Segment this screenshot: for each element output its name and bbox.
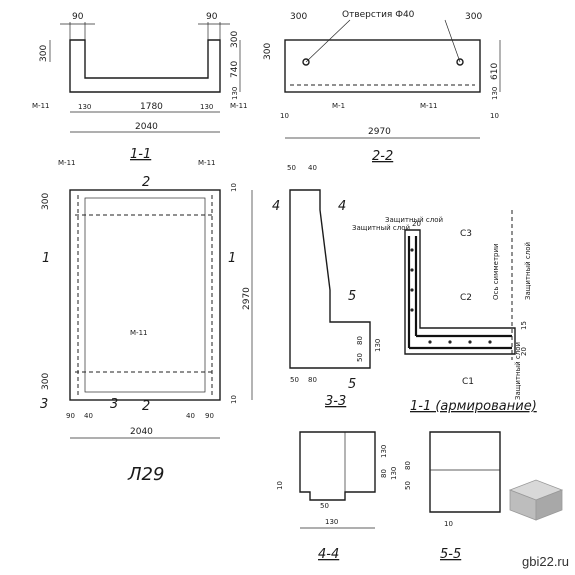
dim-v55-left3: 130 — [390, 467, 398, 480]
section-mark-4-right: 4 — [338, 199, 346, 214]
view-label-1-1-reinf: 1-1 (армирование) — [410, 399, 537, 414]
dim-v11-right-h2: 300 — [230, 31, 240, 48]
dim-v11-right-h1: 740 — [230, 61, 240, 78]
section-1-1: 90 90 300 740 300 130 130 1780 130 2040 … — [32, 12, 247, 162]
note-v11r-cover-bottom: Защитный слой — [514, 342, 522, 400]
dim-plan-b2: 40 — [84, 412, 93, 420]
dim-v22-top-left: 300 — [290, 12, 307, 22]
dim-v33-bottom2: 80 — [308, 376, 317, 384]
dim-plan-b3: 40 — [186, 412, 195, 420]
dim-v55-bottom: 10 — [444, 520, 453, 528]
watermark-logo-icon — [508, 479, 564, 521]
view-label-4-4: 4-4 — [318, 547, 339, 562]
dim-v11r-right1: 15 — [520, 321, 528, 330]
watermark-text: gbi22.ru — [522, 554, 569, 569]
dim-v22-right-h2: 130 — [491, 87, 499, 100]
section-mark-1-right: 1 — [228, 251, 236, 266]
dim-plan-overall: 2040 — [130, 427, 153, 437]
dim-plan-right-top: 10 — [230, 183, 238, 192]
section-mark-3-right: 3 — [110, 397, 118, 412]
view-label-1-1: 1-1 — [130, 147, 151, 162]
callout-plan-mid: М-11 — [130, 329, 147, 337]
section-mark-3-left: 3 — [40, 397, 48, 412]
view-label-2-2: 2-2 — [372, 149, 393, 164]
dim-v22-top-right: 300 — [465, 12, 482, 22]
note-v33-cover: Защитный слой — [352, 224, 410, 232]
dim-v11-top-left: 90 — [72, 12, 84, 22]
dim-v11-overall: 2040 — [135, 122, 158, 132]
hole-left — [302, 58, 310, 66]
dim-v33-top2: 40 — [308, 164, 317, 172]
dim-v11-left-h: 300 — [39, 45, 49, 62]
dim-v22-bottom-left: 10 — [280, 112, 289, 120]
dim-v11-bottom-left: 130 — [78, 103, 91, 111]
callout-v11-right: М-11 — [230, 102, 247, 110]
hole-right — [456, 58, 464, 66]
dim-v11r-right2: 20 — [520, 347, 528, 356]
dim-plan-right-bottom: 10 — [230, 395, 238, 404]
dim-v33-right2: 50 — [356, 353, 364, 362]
section-1-1-reinforcement: С3 С2 С1 Защитный слой Ось симметрии Защ… — [385, 210, 537, 414]
callout-v22-left: М-1 — [332, 102, 345, 110]
bar-c1: С1 — [462, 377, 474, 387]
sheet-title: Л29 — [127, 464, 164, 485]
bar-c2: С2 — [460, 293, 472, 303]
section-5-5: 50 80 130 10 5-5 — [390, 431, 501, 562]
plan-view: М-11 М-11 М-11 1 1 2 2 3 3 300 300 10 10… — [40, 159, 253, 439]
section-mark-4-left: 4 — [272, 199, 280, 214]
section-2-2: Отверстия Ф40 300 300 300 610 130 10 10 … — [263, 10, 501, 164]
callout-v22-right: М-11 — [420, 102, 437, 110]
section-4-4: 10 50 130 80 130 4-4 — [276, 431, 388, 562]
rebar-dots — [410, 248, 492, 344]
dim-v44-bottom1: 50 — [320, 502, 329, 510]
bar-c3: С3 — [460, 229, 472, 239]
dim-plan-b1: 90 — [66, 412, 75, 420]
callout-plan-tr: М-11 — [198, 159, 215, 167]
dim-plan-b4: 90 — [205, 412, 214, 420]
dim-v11-bottom-mid: 1780 — [140, 102, 163, 112]
section-mark-2-bottom: 2 — [142, 399, 150, 414]
dim-v22-right-h1: 610 — [490, 63, 500, 80]
dim-v33-bottom1: 50 — [290, 376, 299, 384]
dim-v11-bottom-right: 130 — [200, 103, 213, 111]
section-mark-1-left: 1 — [42, 251, 50, 266]
section-mark-5-bottom: 5 — [348, 377, 356, 392]
callout-v11-left: М-11 — [32, 102, 49, 110]
dim-v22-right-h3: 10 — [490, 112, 499, 120]
dim-v33-top1: 50 — [287, 164, 296, 172]
dim-v11-right-h3: 130 — [231, 87, 239, 100]
dim-v33-right1: 80 — [356, 336, 364, 345]
dim-v22-left-h: 300 — [263, 43, 273, 60]
section-3-3: 50 40 4 4 5 5 Защитный слой 80 50 130 50… — [272, 164, 410, 409]
dim-plan-left-bottom: 300 — [41, 373, 51, 390]
dim-plan-left-top: 300 — [41, 193, 51, 210]
dim-plan-height: 2970 — [242, 287, 252, 310]
callout-plan-tl: М-11 — [58, 159, 75, 167]
dim-v44-bottom2: 130 — [325, 518, 338, 526]
view-label-3-3: 3-3 — [325, 394, 346, 409]
section-mark-5-top: 5 — [348, 289, 356, 304]
note-v11r-cover-top: Защитный слой — [385, 216, 443, 224]
dim-v44-right2: 130 — [380, 445, 388, 458]
note-v11r-axis: Ось симметрии — [492, 243, 500, 300]
dim-v44-left: 10 — [276, 481, 284, 490]
view-label-5-5: 5-5 — [440, 547, 461, 562]
dim-v11-top-right: 90 — [206, 12, 218, 22]
dim-v22-overall: 2970 — [368, 127, 391, 137]
note-v11r-cover-right: Защитный слой — [524, 242, 532, 300]
dim-v11r-top: 20 — [412, 220, 421, 228]
dim-v33-right3: 130 — [374, 339, 382, 352]
dim-v44-right1: 80 — [380, 469, 388, 478]
dim-v55-left1: 50 — [404, 481, 412, 490]
section-mark-2-top: 2 — [142, 175, 150, 190]
note-holes: Отверстия Ф40 — [342, 10, 415, 20]
dim-v55-left2: 80 — [404, 461, 412, 470]
